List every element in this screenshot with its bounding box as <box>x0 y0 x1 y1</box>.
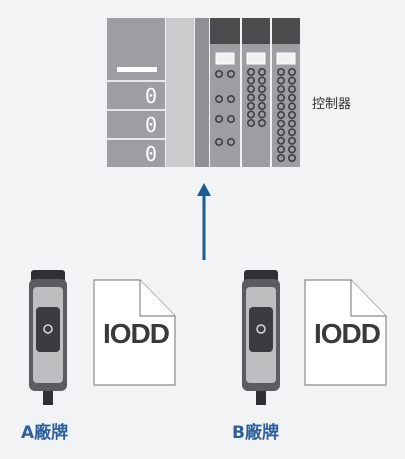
io-terminal-dot <box>247 102 256 111</box>
vendor-a-label: A廠牌 <box>21 423 69 443</box>
io-terminal-dot <box>257 110 266 119</box>
controller-thin-module <box>195 18 209 167</box>
io-terminal-dot <box>287 102 296 111</box>
io-terminal-dot <box>276 154 285 163</box>
arrow-up <box>197 183 211 260</box>
io-terminal-dot <box>257 76 266 85</box>
io-terminal-dot <box>287 136 296 145</box>
io-terminal-dot <box>276 85 285 94</box>
io-terminal-dot <box>287 85 296 94</box>
io-terminal-dot <box>227 95 236 104</box>
io-terminal-dot <box>247 110 256 119</box>
io-terminal-dots <box>215 68 296 163</box>
document-b <box>304 279 387 386</box>
io-terminal-dot <box>215 115 224 124</box>
io-terminal-dot <box>257 93 266 102</box>
io-terminal-dot <box>287 119 296 128</box>
io-module-3 <box>272 18 300 167</box>
io-terminal-dot <box>257 102 266 111</box>
io-terminal-dot <box>247 76 256 85</box>
io-terminal-dot <box>287 128 296 137</box>
io-terminal-dot <box>227 115 236 124</box>
io-terminal-dot <box>227 70 236 79</box>
io-terminal-dot <box>257 119 266 128</box>
io-terminal-dot <box>276 102 285 111</box>
io-terminal-dot <box>276 128 285 137</box>
io-terminal-dot <box>276 68 285 77</box>
io-terminal-dot <box>247 85 256 94</box>
io-terminal-dot <box>227 138 236 147</box>
io-terminal-dot <box>247 119 256 128</box>
io-terminal-dot <box>257 68 266 77</box>
document-a-label: IODD <box>103 318 170 349</box>
io-terminal-dot <box>215 138 224 147</box>
io-module-1 <box>210 18 240 167</box>
document-b-label: IODD <box>314 318 381 349</box>
vendor-b-label: B廠牌 <box>232 423 279 443</box>
io-terminal-dot <box>287 111 296 120</box>
io-terminal-dot <box>287 76 296 85</box>
controller-digit-3: 0 <box>144 142 158 166</box>
io-terminal-dot <box>247 68 256 77</box>
io-terminal-dot <box>215 70 224 79</box>
io-terminal-dot <box>287 93 296 102</box>
document-a <box>93 279 176 386</box>
controller-light-module <box>166 18 194 167</box>
io-terminal-dot <box>257 85 266 94</box>
io-terminal-dot <box>276 111 285 120</box>
io-terminal-dot <box>276 119 285 128</box>
io-terminal-dot <box>276 93 285 102</box>
sensor-a <box>29 270 67 405</box>
sensor-b <box>242 270 280 405</box>
controller-digit-2: 0 <box>144 113 158 137</box>
controller-label: 控制器 <box>312 97 352 112</box>
io-terminal-dot <box>276 76 285 85</box>
controller-digit-1: 0 <box>144 84 158 108</box>
io-terminal-dot <box>287 145 296 154</box>
io-terminal-dot <box>276 136 285 145</box>
io-terminal-dot <box>215 95 224 104</box>
io-terminal-dot <box>276 145 285 154</box>
io-terminal-dot <box>287 68 296 77</box>
controller-display-bar <box>117 67 157 72</box>
io-terminal-dot <box>287 154 296 163</box>
io-terminal-dot <box>247 93 256 102</box>
io-module-2 <box>242 18 270 167</box>
controller-main-panel <box>107 18 165 167</box>
